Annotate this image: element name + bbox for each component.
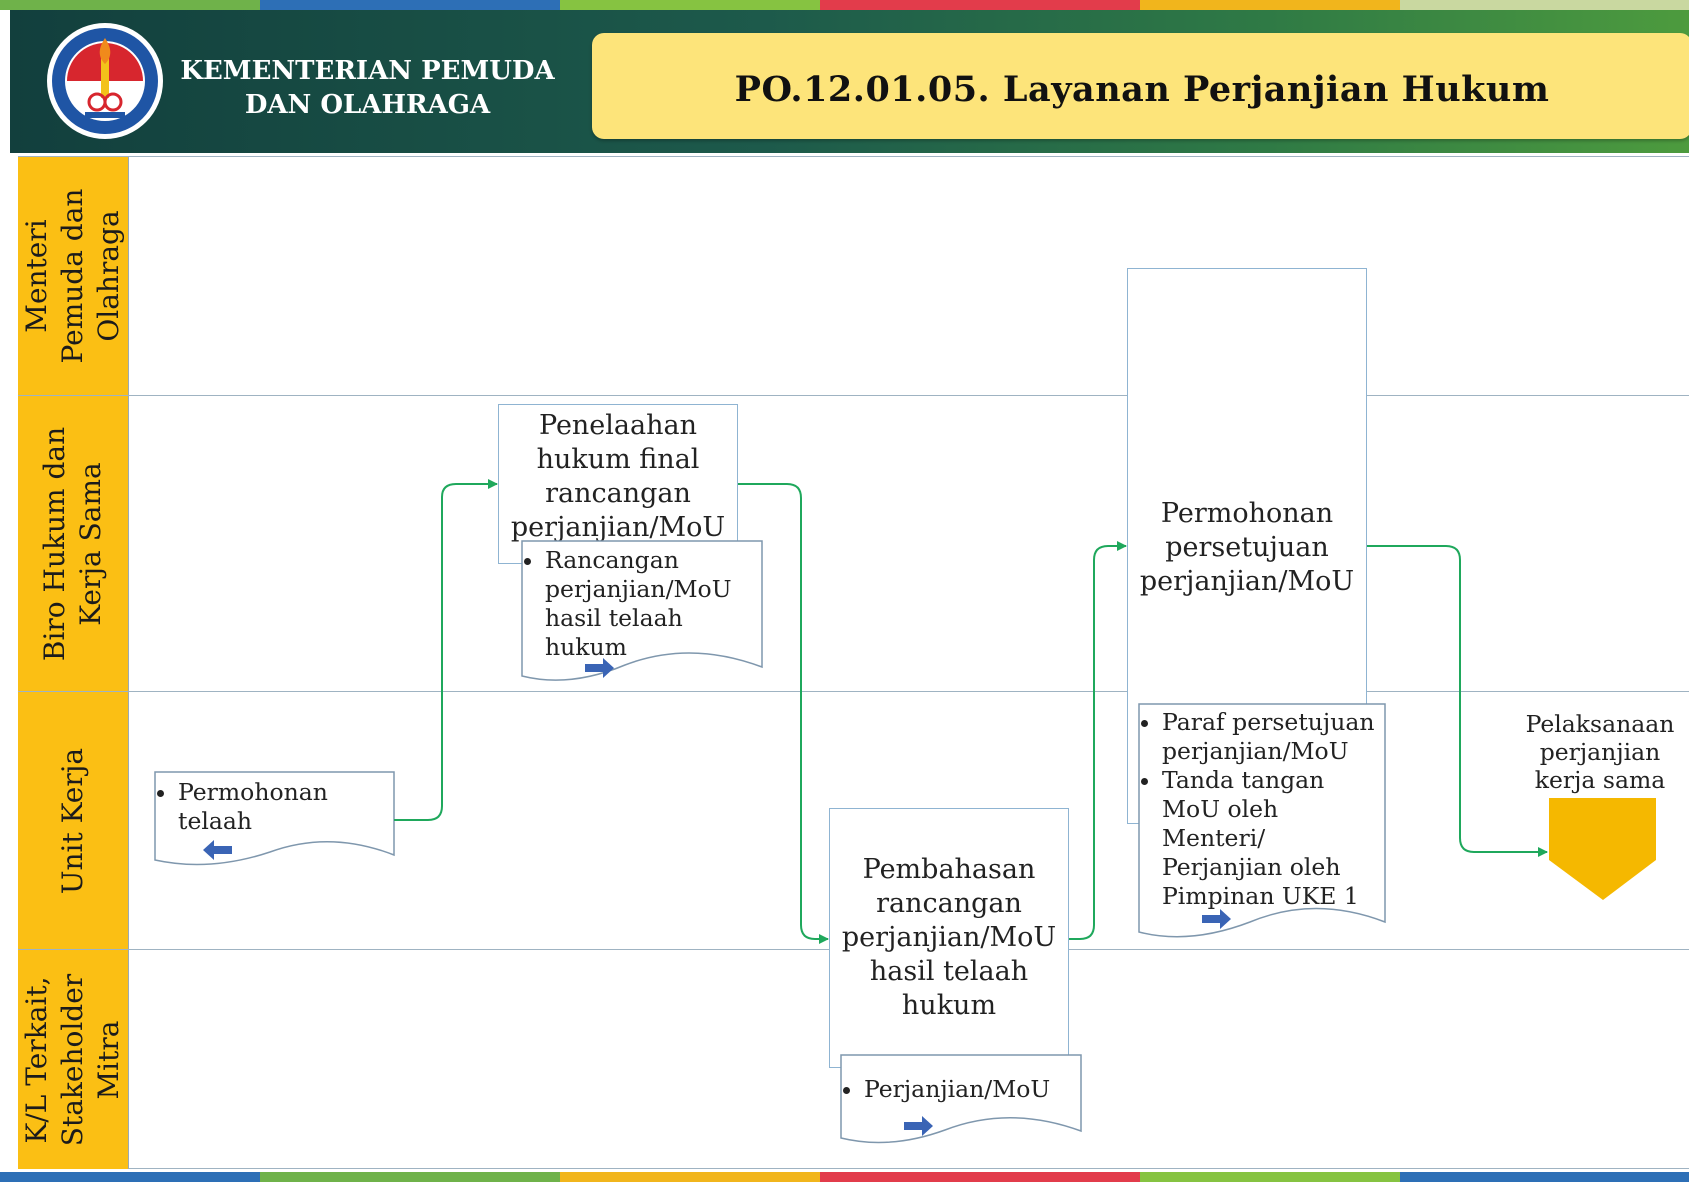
document-perjanjian: Perjanjian/MoU [844,1075,1080,1104]
end-offpage-shape [1549,798,1656,900]
document-paraf-tanda-tangan: Paraf persetujuan perjanjian/MoU Tanda t… [1142,708,1384,911]
lane-label-biro-hukum: Biro Hukum dan Kerja Sama [18,396,129,691]
document-permohonan-telaah: Permohonan telaah [158,778,390,836]
process-box-text: Permohonan persetujuan perjanjian/MoU [1139,498,1355,597]
document-item: Tanda tangan MoU oleh Menteri/ Perjanjia… [1162,766,1384,911]
lane-label-menteri: Menteri Pemuda dan Olahraga [18,157,129,395]
ministry-name: KEMENTERIAN PEMUDA DAN OLAHRAGA [175,54,560,122]
header-banner: KEMENTERIAN PEMUDA DAN OLAHRAGA PO.12.01… [10,10,1689,153]
connector-pembahasan-to-permohonan [1069,541,1127,940]
end-label: Pelaksanaan perjanjian kerja sama [1525,710,1675,794]
lane-separator [18,395,1689,396]
document-shape-permohonan [154,771,395,866]
document-rancangan: Rancangan perjanjian/MoU hasil telaah hu… [525,546,761,662]
process-box-penelaahan: Penelaahan hukum final rancangan perjanj… [498,404,738,564]
right-arrow-icon [904,1116,933,1136]
ministry-logo [47,23,163,139]
bottom-decor-stripe [0,1172,1689,1182]
lane-label-kl-terkait: K/L Terkait, Stakeholder Mitra [18,950,129,1169]
connector-penelaahan-to-pembahasan [738,483,829,944]
right-arrow-icon [585,658,614,678]
process-box-text: Penelaahan hukum final rancangan perjanj… [510,410,726,543]
document-shape-rancangan [521,540,763,681]
ministry-name-line2: DAN OLAHRAGA [244,90,491,120]
lane-separator [18,691,1689,692]
document-shape-perjanjian [840,1054,1082,1144]
document-item: Paraf persetujuan perjanjian/MoU [1162,708,1384,766]
top-decor-stripe [0,0,1689,10]
process-box-pembahasan: Pembahasan rancangan perjanjian/MoU hasi… [829,808,1069,1068]
document-shape-paraf [1138,703,1386,938]
page-title: PO.12.01.05. Layanan Perjanjian Hukum [734,69,1550,110]
lane-label-unit-kerja: Unit Kerja [18,692,129,949]
right-arrow-icon [1202,909,1231,929]
connector-permohonan-to-penelaahan [394,479,498,821]
document-item: Perjanjian/MoU [864,1075,1080,1104]
document-item: Permohonan telaah [178,778,390,836]
title-box: PO.12.01.05. Layanan Perjanjian Hukum [592,33,1689,139]
connector-permohonan-to-pelaksanaan [1367,545,1548,857]
left-arrow-icon [203,840,232,860]
document-item: Rancangan perjanjian/MoU hasil telaah hu… [545,546,761,662]
process-box-text: Pembahasan rancangan perjanjian/MoU hasi… [841,854,1057,1021]
ministry-name-line1: KEMENTERIAN PEMUDA [180,56,555,86]
